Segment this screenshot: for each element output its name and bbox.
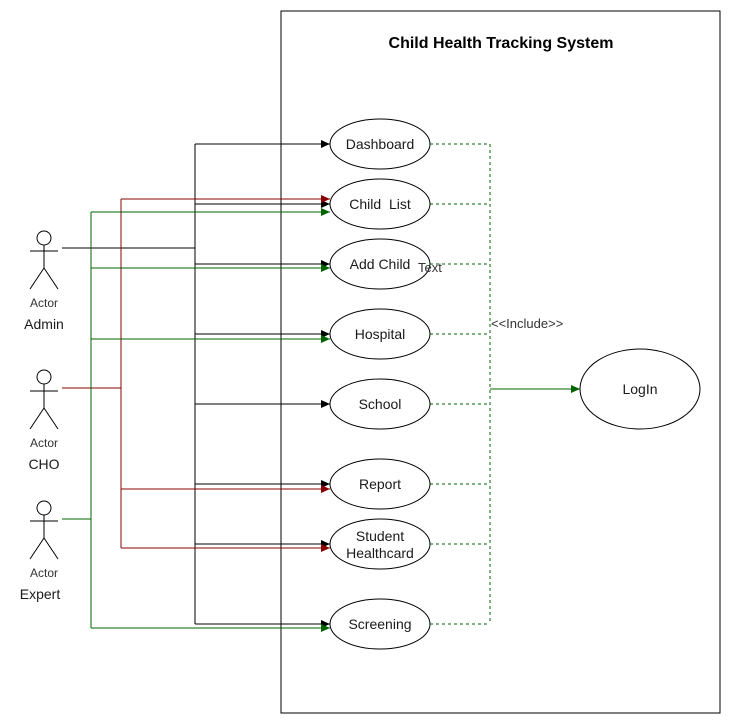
actor-expert[interactable] (29, 500, 59, 560)
use-case-report[interactable]: Report (329, 458, 431, 510)
include-connectors (430, 143, 491, 625)
actor-left-leg (29, 407, 45, 430)
actor-left-leg (29, 537, 45, 560)
actor-head (36, 230, 52, 246)
use-case-ellipse (329, 178, 431, 230)
system-title: Child Health Tracking System (389, 35, 614, 52)
use-case-add-child[interactable]: Add Child (329, 238, 431, 290)
use-case-child-list[interactable]: Child List (329, 178, 431, 230)
use-case-label: Report (359, 476, 401, 492)
use-case-login[interactable]: LogIn (579, 348, 701, 430)
actor-head (36, 500, 52, 516)
use-case-label: Hospital (355, 326, 406, 342)
use-case-student-healthcard[interactable]: Student Healthcard (329, 518, 431, 570)
use-case-label: Add Child (350, 256, 411, 272)
include-label: <<Include>> (491, 316, 563, 331)
use-case-ellipse (579, 348, 701, 430)
use-case-label: Dashboard (346, 136, 415, 152)
use-case-ellipse (329, 598, 431, 650)
use-case-ellipse (329, 458, 431, 510)
use-case-ellipse (329, 518, 431, 570)
actor-name-label: Expert (20, 586, 61, 602)
actor-name-label: Admin (24, 316, 64, 332)
use-case-ellipse (329, 378, 431, 430)
use-case-label: Child List (349, 196, 411, 212)
use-case-dashboard[interactable]: Dashboard (329, 118, 431, 170)
actor-left-leg (29, 267, 45, 290)
use-case-label-line-2: Healthcard (346, 545, 414, 561)
use-case-hospital[interactable]: Hospital (329, 308, 431, 360)
actor-kind-label: Actor (30, 296, 58, 310)
use-case-school[interactable]: School (329, 378, 431, 430)
actor-admin[interactable] (29, 230, 59, 290)
actor-cho[interactable] (29, 369, 59, 430)
use-case-label: School (359, 396, 402, 412)
use-case-label: Screening (348, 616, 411, 632)
expert-associations (62, 208, 330, 632)
use-case-ellipse (329, 118, 431, 170)
actor-head (36, 369, 52, 385)
actor-right-leg (43, 537, 59, 560)
use-case-ellipse (329, 308, 431, 360)
actor-kind-label: Actor (30, 566, 58, 580)
use-case-screening[interactable]: Screening (329, 598, 431, 650)
use-case-label: LogIn (622, 381, 657, 397)
actor-kind-label: Actor (30, 436, 58, 450)
actor-name-label: CHO (28, 456, 59, 472)
actor-right-leg (43, 407, 59, 430)
use-case-label-line-1: Student (356, 528, 404, 544)
use-case-ellipse (329, 238, 431, 290)
actor-right-leg (43, 267, 59, 290)
admin-associations (62, 140, 330, 628)
stray-text-label: Text (418, 260, 442, 275)
